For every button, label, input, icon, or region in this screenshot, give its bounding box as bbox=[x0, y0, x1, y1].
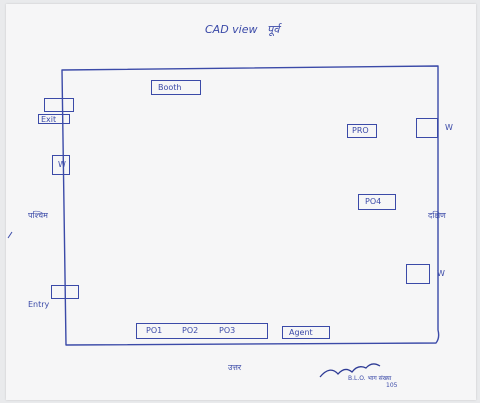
pro-box bbox=[347, 124, 377, 138]
exit-box bbox=[44, 98, 74, 112]
diagram-title: CAD view पूर्व bbox=[205, 22, 279, 37]
room-outline bbox=[61, 65, 440, 346]
side-right-label: दक्षिण bbox=[428, 211, 446, 220]
window-right-bottom-label: W bbox=[437, 269, 445, 278]
signature-line1: B.L.O. bbox=[348, 375, 366, 382]
agent-label: Agent bbox=[289, 328, 313, 337]
window-left bbox=[52, 155, 70, 175]
exit-label: Exit bbox=[41, 115, 57, 124]
margin-tick bbox=[7, 231, 13, 239]
po4-box bbox=[358, 194, 396, 210]
window-left-label: W bbox=[58, 160, 66, 169]
window-right-top-label: W bbox=[445, 123, 453, 132]
entry-box bbox=[51, 285, 79, 299]
po3-label: PO3 bbox=[219, 326, 236, 335]
window-right-bottom bbox=[406, 264, 430, 284]
po1-label: PO1 bbox=[146, 326, 163, 335]
signature-block: B.L.O. भाग संख्या 105 bbox=[348, 375, 398, 389]
entry-label: Entry bbox=[28, 300, 50, 309]
signature-line2: भाग संख्या bbox=[367, 375, 392, 382]
side-left-label: पश्चिम bbox=[28, 211, 48, 220]
exit-label-box bbox=[38, 114, 70, 124]
pro-label: PRO bbox=[352, 126, 369, 135]
booth-label: Booth bbox=[158, 83, 182, 92]
po2-label: PO2 bbox=[182, 326, 199, 335]
title-suffix: पूर्व bbox=[267, 23, 280, 36]
signature-line3: 105 bbox=[386, 381, 398, 389]
title-text: CAD view bbox=[205, 23, 258, 36]
agent-box bbox=[282, 326, 330, 339]
po4-label: PO4 bbox=[365, 197, 382, 206]
window-right-top bbox=[416, 118, 438, 138]
po-counters-box bbox=[136, 323, 268, 339]
signature-scribble bbox=[319, 363, 381, 378]
booth-box bbox=[151, 80, 201, 95]
side-bottom-label: उत्तर bbox=[228, 363, 242, 372]
